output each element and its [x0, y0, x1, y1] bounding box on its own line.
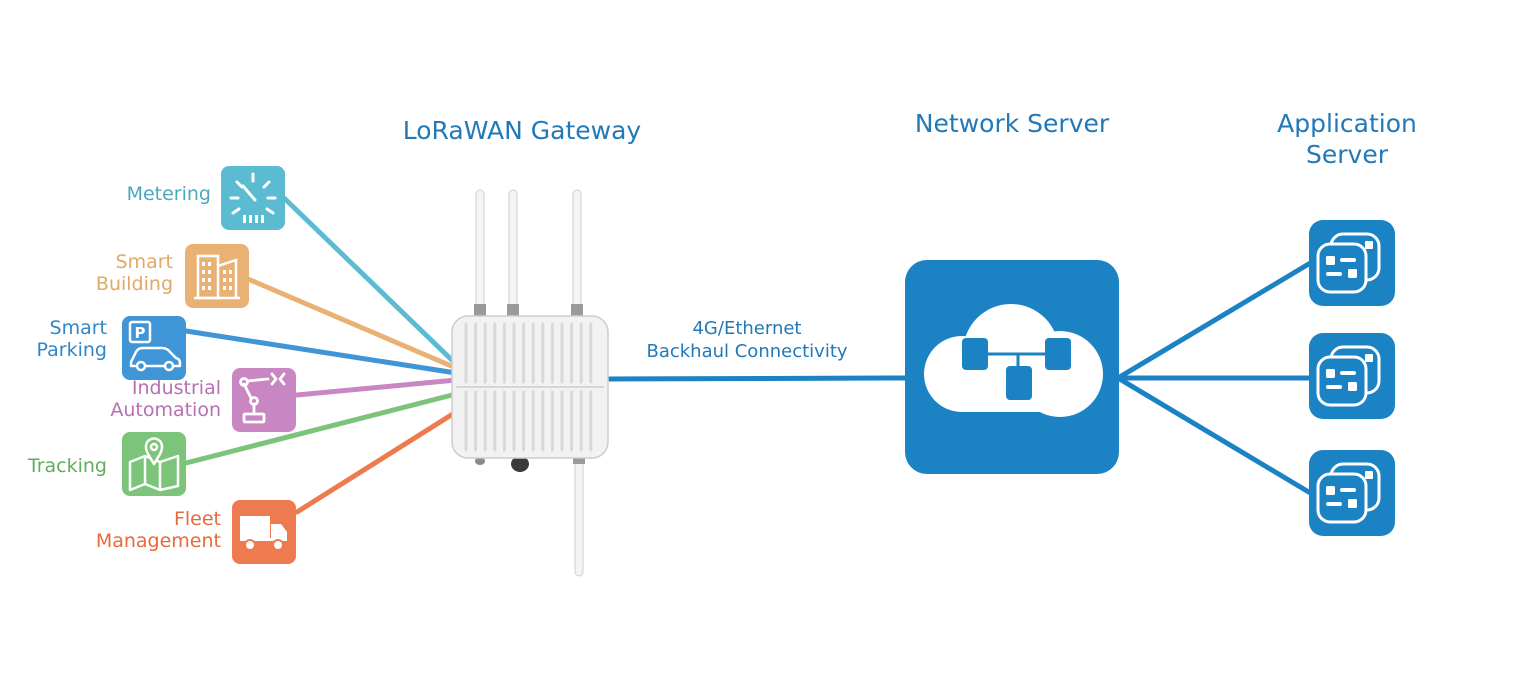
map-pin-icon: [128, 437, 180, 492]
application-window-icon: [1316, 232, 1381, 294]
device-label-fleet-management: Fleet Management: [95, 508, 221, 553]
tile-industrial-automation: [232, 368, 296, 432]
device-label-line: Industrial: [131, 377, 221, 399]
device-label-line: Automation: [110, 398, 221, 421]
link-smart-parking: [183, 328, 459, 376]
device-label-industrial-automation: Industrial Automation: [110, 377, 221, 422]
backhaul-label-line1: 4G/Ethernet: [692, 318, 802, 339]
backhaul-label: 4G/Ethernet Backhaul Connectivity: [622, 318, 872, 363]
application-server-1: [1309, 220, 1395, 306]
network-server-heading: Network Server: [914, 109, 1110, 138]
device-label-line: Tracking: [27, 455, 107, 477]
application-links: [1116, 259, 1314, 497]
link-tracking: [183, 391, 459, 466]
tile-tracking: [122, 432, 186, 496]
tile-smart-building: [185, 244, 249, 308]
tile-fleet-management: [232, 500, 296, 564]
application-server-2: [1309, 333, 1395, 419]
cable-gland: [511, 456, 529, 472]
device-label-smart-parking: Smart Parking: [36, 317, 107, 362]
device-label-metering: Metering: [126, 183, 211, 206]
link-industrial-automation: [294, 377, 459, 398]
application-server-heading-line1: Application: [1277, 109, 1417, 138]
antenna: [508, 189, 518, 313]
device-label-smart-building: Smart Building: [95, 251, 173, 296]
antenna: [574, 457, 584, 577]
building-icon: [194, 254, 240, 300]
network-server: [905, 260, 1119, 474]
tile-smart-parking: P: [122, 316, 186, 380]
gateway-heading: LoRaWAN Gateway: [402, 116, 642, 145]
device-label-tracking: Tracking: [27, 455, 107, 478]
application-window-icon: [1316, 462, 1381, 524]
device-label-line: Parking: [36, 338, 107, 361]
application-servers: [1309, 220, 1395, 536]
device-label-line: Smart: [49, 317, 107, 339]
backhaul-link: [607, 375, 907, 382]
svg-text:P: P: [135, 324, 146, 342]
meter-dial-icon: [229, 172, 277, 223]
device-label-line: Building: [95, 272, 173, 295]
robot-arm-icon: [239, 372, 286, 424]
truck-icon: [240, 516, 287, 551]
application-server-heading-line2: Server: [1306, 139, 1388, 169]
backhaul-label-line2: Backhaul Connectivity: [646, 340, 848, 362]
application-server-heading: Application Server: [1230, 109, 1464, 170]
cloud-network-icon: [924, 304, 1103, 417]
device-label-line: Smart: [115, 251, 173, 273]
antenna: [572, 189, 582, 313]
link-metering: [281, 195, 459, 367]
link-app-server-1: [1116, 259, 1314, 381]
device-label-line: Metering: [126, 183, 211, 205]
application-window-icon: [1316, 345, 1381, 407]
parking-car-icon: P: [128, 320, 182, 372]
link-app-server-3: [1116, 375, 1314, 497]
device-label-line: Management: [95, 529, 221, 552]
device-links: [183, 195, 459, 515]
gateway-device: [451, 189, 609, 577]
antenna: [475, 189, 485, 313]
tile-metering: [221, 166, 285, 230]
application-server-3: [1309, 450, 1395, 536]
cooling-fins: [464, 322, 593, 452]
device-label-line: Fleet: [173, 508, 221, 530]
link-fleet-management: [294, 409, 459, 515]
link-smart-building: [245, 276, 459, 371]
